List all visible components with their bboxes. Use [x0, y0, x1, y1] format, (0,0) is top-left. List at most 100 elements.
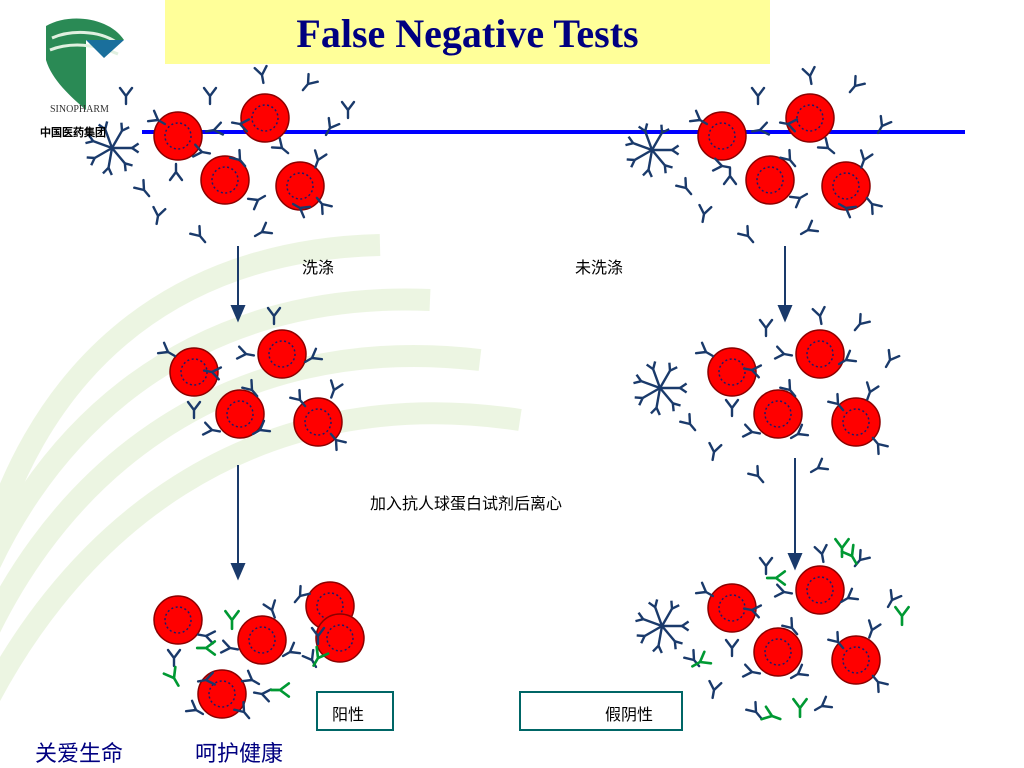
antibody [816, 137, 836, 155]
background-swirl-decoration [0, 234, 522, 702]
antibody [315, 196, 333, 216]
antibody [253, 64, 268, 85]
agh-reagent-antibody [765, 570, 787, 586]
antibody [848, 74, 866, 94]
antibody [329, 432, 347, 452]
antibody [204, 121, 225, 136]
antibody [708, 679, 723, 700]
antibody [708, 441, 723, 462]
antibody [675, 176, 693, 196]
antibody [789, 663, 810, 680]
free-antibody-cluster [625, 123, 680, 178]
antibody [118, 86, 134, 106]
antibody [859, 149, 874, 169]
antibody [186, 400, 202, 420]
antibody [741, 423, 762, 438]
antibody [246, 194, 267, 211]
antibody [251, 419, 272, 436]
red-blood-cell [215, 389, 265, 439]
page-title: False Negative Tests [296, 11, 639, 56]
antibody [813, 695, 834, 712]
antibody [241, 378, 259, 398]
antibody [235, 345, 256, 360]
antibody [886, 588, 903, 609]
agh-reagent-antibody [312, 645, 330, 667]
antibody [146, 109, 167, 126]
antibody [694, 581, 715, 598]
antibody [742, 364, 763, 379]
red-blood-cell [753, 389, 803, 439]
red-blood-cell [785, 93, 835, 143]
antibody [737, 224, 755, 244]
antibody [291, 202, 312, 219]
antibody [799, 219, 820, 236]
antibody [202, 86, 218, 106]
red-blood-cell [200, 155, 250, 205]
label-add-agh-reagent: 加入抗人球蛋白试剂后离心 [370, 494, 563, 513]
antibody [133, 178, 151, 198]
antibody [745, 700, 763, 720]
antibody [724, 638, 740, 658]
antibody [867, 619, 882, 639]
antibody [233, 700, 251, 720]
antibody [827, 392, 845, 412]
antibody [301, 72, 319, 92]
red-blood-cell [821, 161, 871, 211]
result-positive-box: 阳性 [316, 691, 394, 731]
antibody [270, 137, 290, 155]
result-false-negative-box: 假阴性 [519, 691, 683, 731]
antibody [865, 381, 880, 401]
antibody [788, 192, 809, 209]
red-blood-cell [275, 161, 325, 211]
label-wash: 洗涤 [302, 258, 335, 277]
antibody [789, 423, 810, 440]
red-blood-cell [707, 583, 757, 633]
antibody [289, 388, 307, 408]
antibody [837, 202, 858, 219]
arrows [230, 246, 803, 581]
antibody [313, 149, 328, 169]
antibody [201, 421, 222, 436]
red-blood-cell [707, 347, 757, 397]
antibody [166, 648, 182, 668]
agh-reagent-antibody [224, 609, 240, 631]
red-blood-cell [753, 627, 803, 677]
red-blood-cell [153, 111, 203, 161]
antibody [230, 118, 251, 133]
antibody [750, 121, 771, 136]
antibody [281, 641, 302, 658]
logo-brand-en: SINOPHARM [50, 104, 109, 115]
antibody [773, 345, 794, 360]
agh-reagent-antibody [840, 543, 858, 565]
red-blood-cell [697, 111, 747, 161]
sinopharm-logo: SINOPHARM [46, 18, 124, 115]
antibody [853, 312, 871, 332]
antibody [779, 378, 797, 398]
result-false-negative-label: 假阴性 [605, 705, 654, 724]
antibody [189, 224, 207, 244]
antibody [813, 543, 828, 564]
red-blood-cell [795, 329, 845, 379]
antibody [811, 305, 826, 326]
antibody [202, 366, 223, 381]
antibody [839, 587, 860, 604]
antibody [711, 157, 732, 172]
antibody [340, 100, 356, 120]
free-antibody-cluster [633, 361, 688, 416]
free-antibody-cluster [85, 121, 140, 176]
antibody [152, 205, 167, 226]
red-blood-cell [237, 615, 287, 665]
agh-reagent-antibody [195, 640, 217, 656]
antibody [884, 348, 901, 369]
result-positive-label: 阳性 [332, 705, 365, 724]
antibody [168, 162, 184, 182]
antibody [871, 674, 889, 694]
antibody [196, 671, 217, 686]
antibody [329, 379, 344, 399]
antibody [324, 116, 341, 137]
free-antibody-cluster [635, 599, 690, 654]
antibody [303, 347, 324, 364]
slogan-right: 呵护健康 [195, 742, 284, 767]
red-cells-layer [153, 93, 881, 719]
